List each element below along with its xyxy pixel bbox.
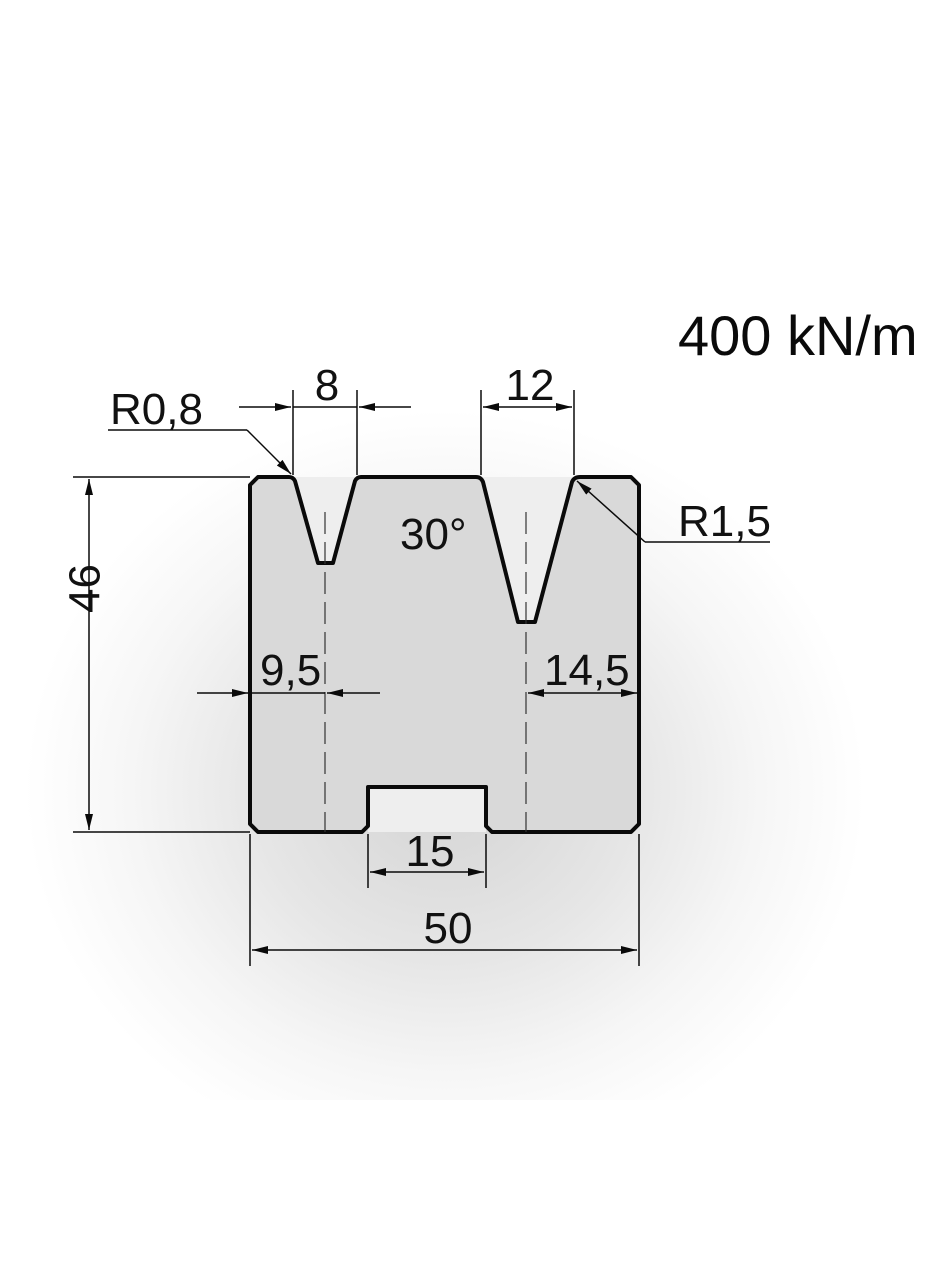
- v-angle-label: 30°: [400, 510, 467, 559]
- v1-opening-dimension: 8: [239, 361, 411, 475]
- width-dimension: 50: [249, 834, 640, 966]
- v2-radius-label: R1,5: [678, 497, 771, 546]
- v1-offset-label: 9,5: [260, 646, 321, 695]
- width-label: 50: [424, 904, 473, 953]
- v2-opening-dimension: 12: [480, 361, 575, 475]
- v1-opening-label: 8: [315, 361, 339, 410]
- v2-radius-callout: R1,5: [576, 480, 771, 546]
- slot-dimension: 15: [367, 827, 487, 888]
- height-label: 46: [61, 564, 110, 613]
- die-body-outline: [248, 475, 641, 834]
- height-dimension: 46: [61, 476, 250, 833]
- slot-width-label: 15: [406, 827, 455, 876]
- v1-radius-label: R0,8: [110, 385, 203, 434]
- v2-offset-label: 14,5: [544, 646, 630, 695]
- v2-offset-dimension: 14,5: [528, 646, 637, 697]
- v1-radius-callout: R0,8: [108, 385, 292, 475]
- v1-offset-dimension: 9,5: [197, 646, 380, 697]
- v2-opening-label: 12: [506, 361, 555, 410]
- load-rating-label: 400 kN/m: [678, 304, 918, 367]
